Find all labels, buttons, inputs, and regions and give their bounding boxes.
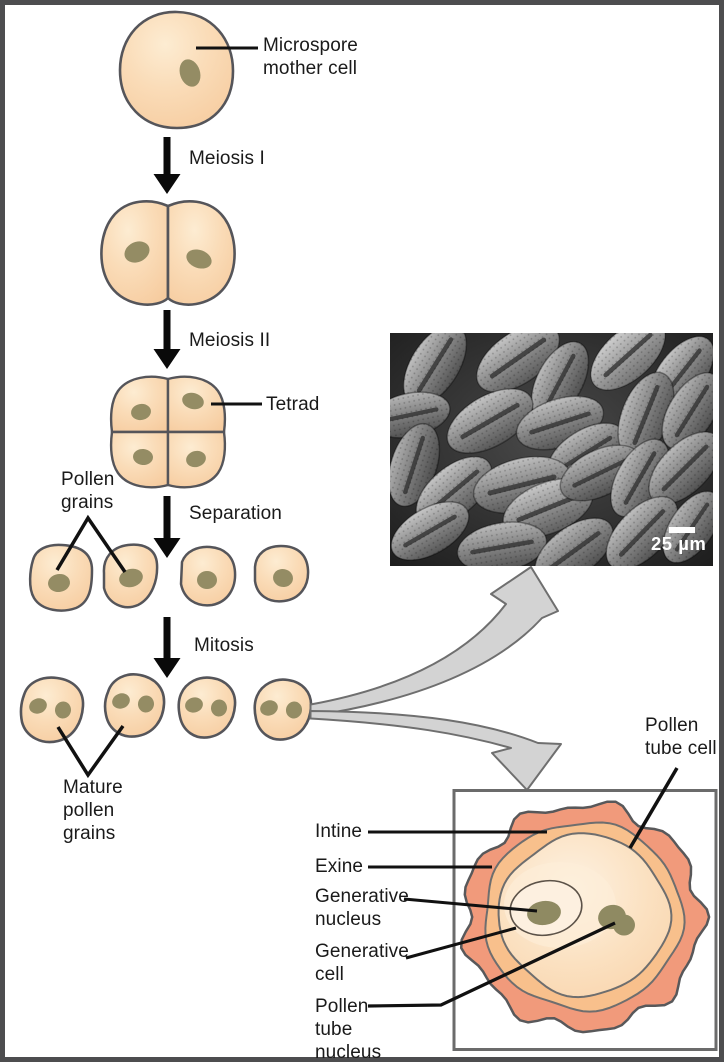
sem-micrograph-image	[390, 333, 713, 566]
intine-label: Intine	[315, 821, 363, 842]
meiosis-ii-arrow	[153, 310, 181, 369]
tetrad-label: Tetrad	[266, 394, 320, 415]
pollen-tube-nucleus-label: Pollen tube nucleus	[315, 996, 382, 1062]
tetrad-cells	[109, 375, 227, 489]
generative-nucleus-label: Generative nucleus	[315, 886, 409, 930]
nucleus	[179, 59, 201, 87]
separation-arrow	[153, 496, 181, 558]
meiosis-ii-label: Meiosis II	[189, 330, 271, 351]
scale-bar	[669, 527, 695, 533]
curved-arrow-to-micrograph	[309, 566, 559, 717]
dyad-cells	[100, 200, 236, 306]
generative-cell-label: Generative cell	[315, 941, 409, 985]
meiosis-i-label: Meiosis I	[189, 148, 265, 169]
generative-nucleus	[527, 900, 561, 926]
pollen-grain-cross-section	[367, 767, 718, 1051]
microspore-mother-cell	[118, 10, 235, 130]
pollen-grains-label: Pollen grains	[61, 469, 115, 513]
microspore-mother-cell-label: Microspore mother cell	[263, 35, 358, 79]
pollen-tube-cell-label: Pollen tube cell	[645, 715, 717, 759]
exine-label: Exine	[315, 856, 364, 877]
detail-box	[452, 789, 718, 1051]
mature-pollen-grains-label: Mature pollen grains	[63, 777, 123, 844]
flow-leader-lines	[55, 46, 262, 779]
micrograph-scale-label: 25 µm	[651, 533, 707, 554]
meiosis-i-arrow	[153, 137, 181, 194]
curved-arrow-to-detail	[309, 710, 562, 791]
mitosis-arrow	[153, 617, 181, 678]
detail-leader-lines	[367, 767, 679, 1008]
mitosis-label: Mitosis	[194, 635, 254, 656]
mature-pollen-grain-cells	[19, 673, 313, 744]
separation-label: Separation	[189, 503, 282, 524]
